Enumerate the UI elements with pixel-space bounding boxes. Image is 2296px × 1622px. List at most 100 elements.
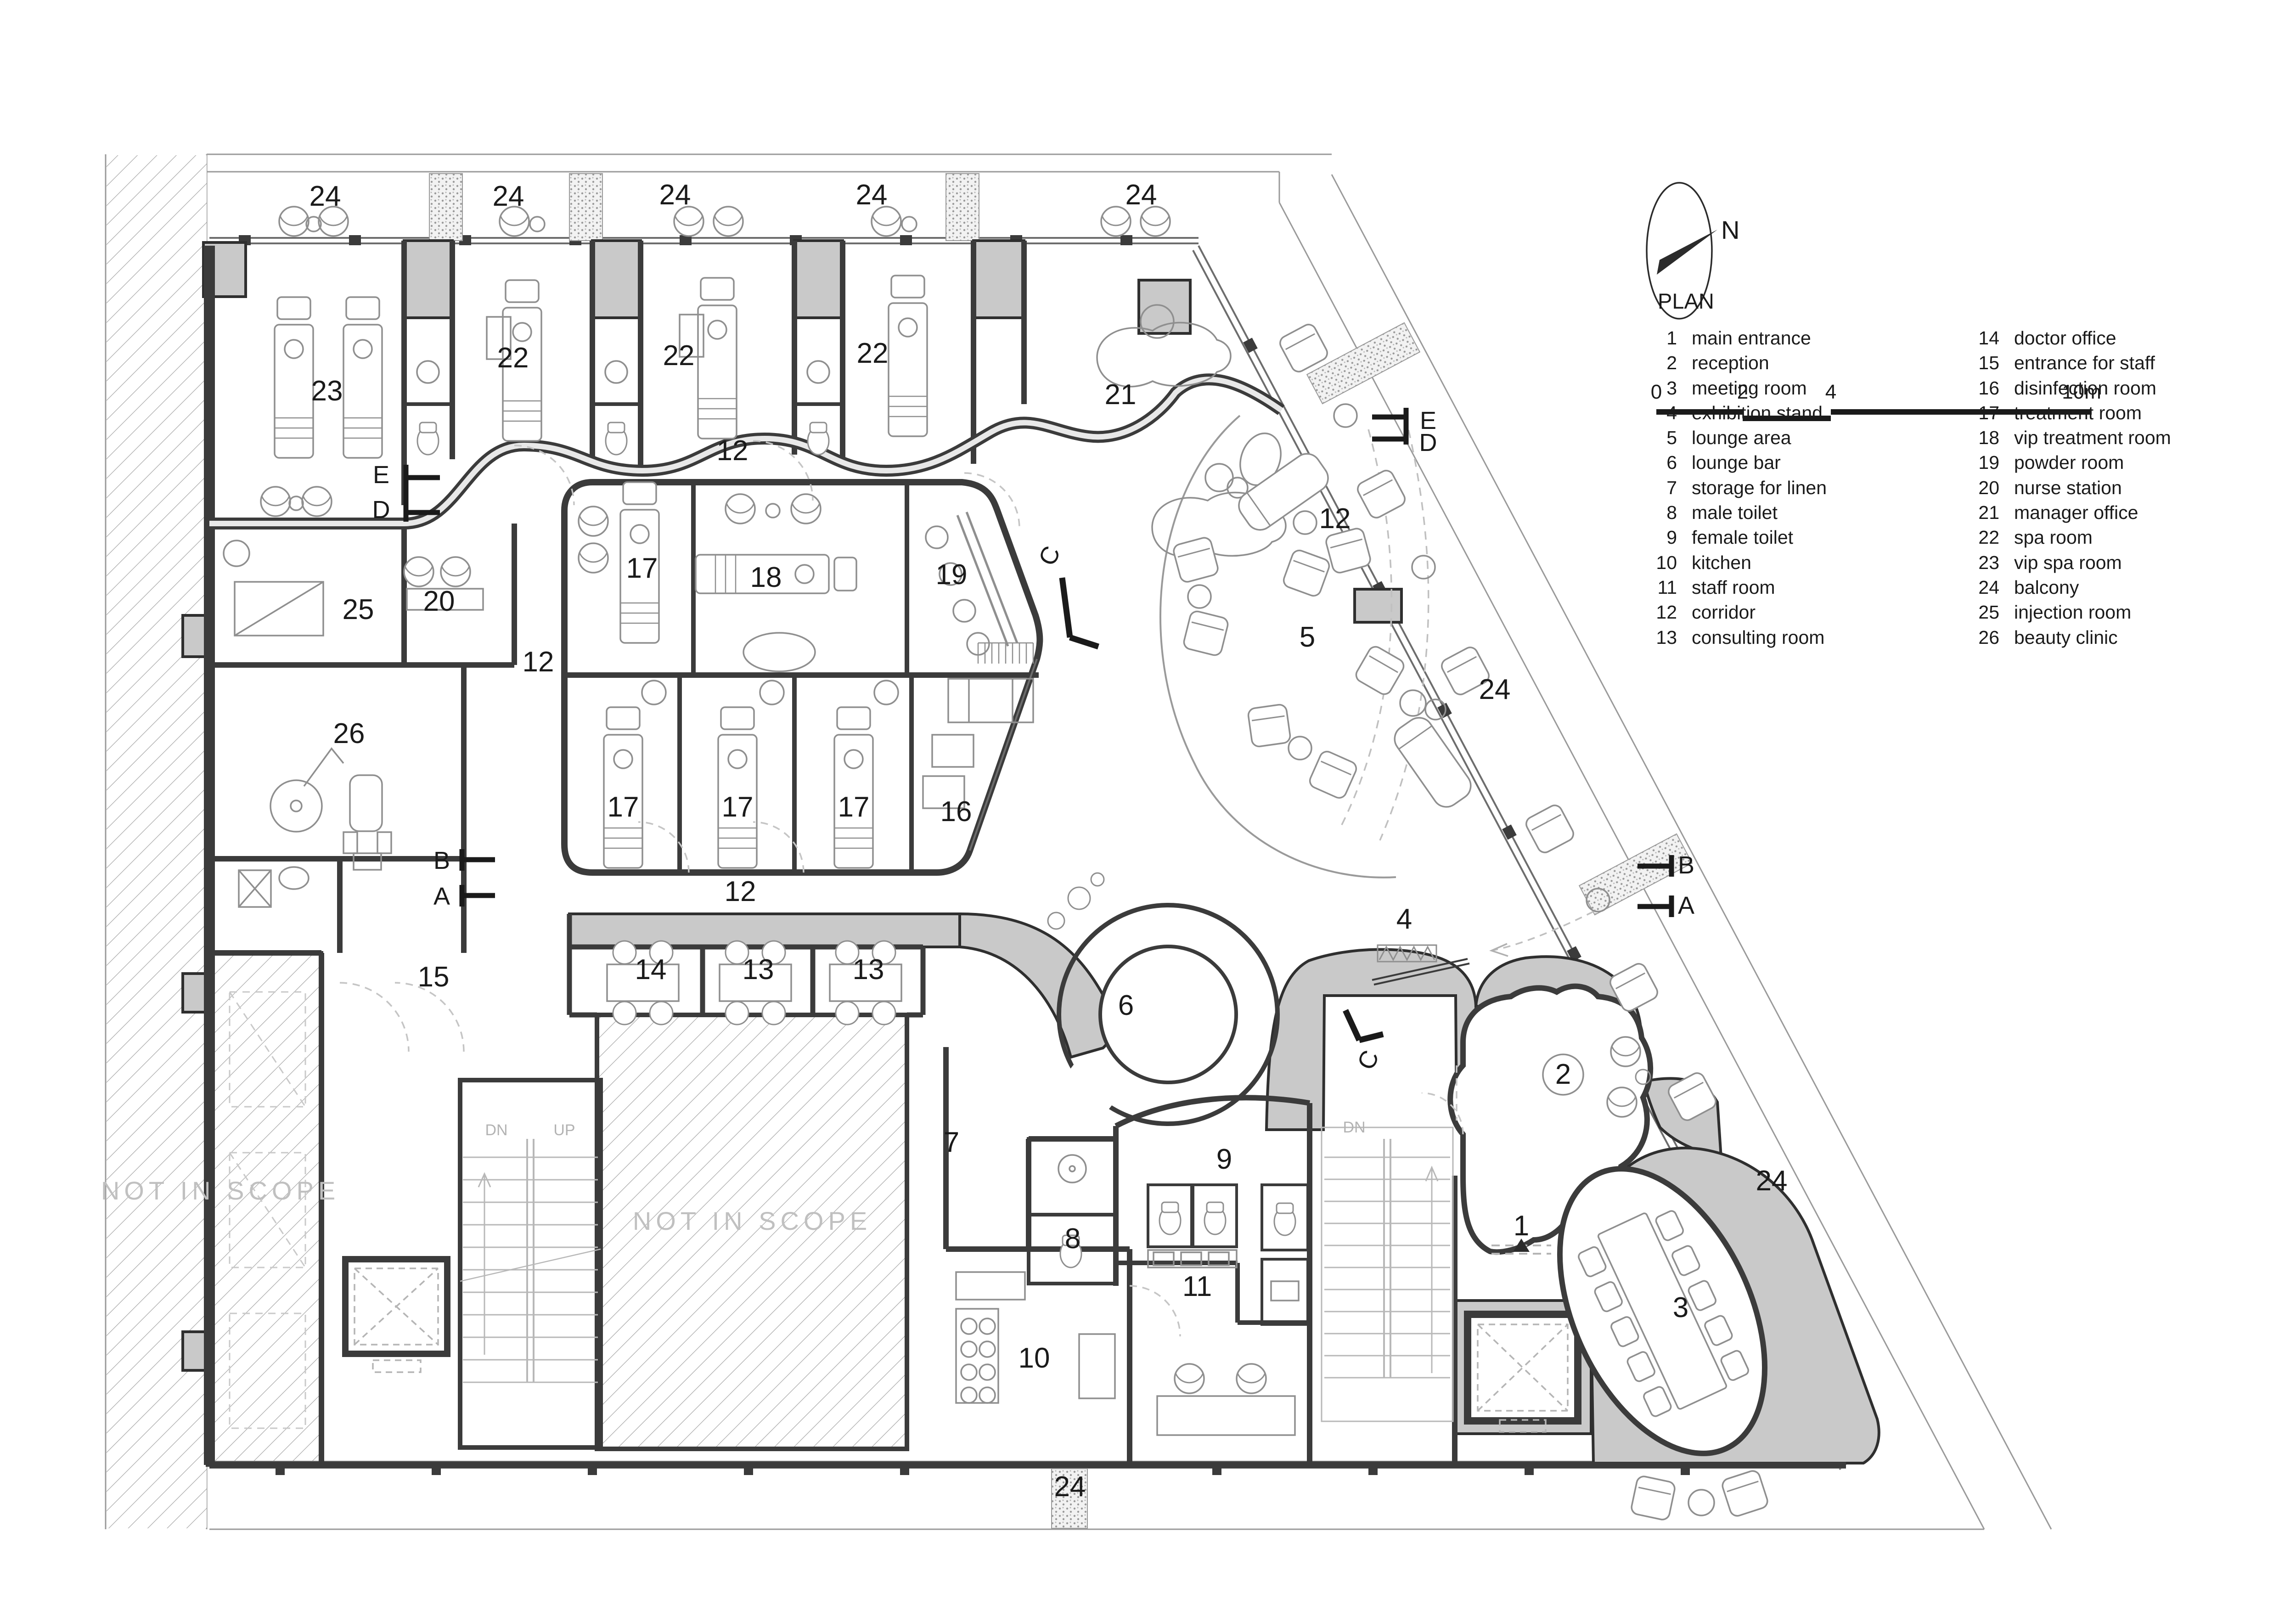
legend-item-label: beauty clinic	[2014, 626, 2118, 648]
room-label-1: 1	[1514, 1210, 1529, 1242]
legend-item: 13 consulting room	[1651, 627, 1974, 652]
legend-item-label: reception	[1692, 352, 1769, 374]
lounge-bar	[1047, 872, 1280, 1126]
legend-item-number: 15	[1978, 352, 1999, 374]
reception-meeting	[1447, 983, 1768, 1456]
room-label-22: 22	[497, 342, 529, 374]
scale-bar: 0 2 4 10m	[1651, 381, 2101, 421]
stair-direction-label: UP	[553, 1121, 575, 1139]
room-label-24: 24	[659, 179, 691, 211]
lounge-arcs	[1159, 415, 1429, 879]
room-label-12: 12	[725, 876, 756, 907]
scale-tick-4: 4	[1825, 381, 1836, 403]
legend-item-label: treatment room	[2014, 402, 2142, 423]
legend-title: PLAN	[1658, 289, 1714, 313]
legend-item-number: 18	[1978, 427, 1999, 449]
legend-item-number: 19	[1978, 452, 1999, 473]
north-arrow: N	[1646, 182, 1739, 320]
legend-item-number: 8	[1666, 502, 1677, 524]
stair-direction-label: DN	[1343, 1119, 1365, 1136]
section-marker-d: D	[1419, 429, 1437, 456]
legend-item-number: 6	[1666, 452, 1677, 473]
room-label-15: 15	[418, 961, 450, 993]
not-in-scope-label: NOT IN SCOPE	[633, 1206, 872, 1235]
section-marker-a: A	[433, 883, 450, 910]
section-marker-glyphs	[403, 408, 1674, 1043]
legend-item-number: 13	[1656, 626, 1677, 648]
room-label-24: 24	[1125, 179, 1157, 211]
room-label-17: 17	[626, 552, 658, 584]
exhibition-stand	[1372, 911, 1594, 986]
section-marker-e: E	[1420, 407, 1436, 434]
room-label-18: 18	[750, 562, 782, 593]
section-marker-e: E	[373, 461, 389, 489]
legend-item-number: 21	[1978, 502, 1999, 524]
legend-item-number: 23	[1978, 552, 1999, 573]
room-label-24: 24	[1479, 674, 1511, 705]
room-label-17: 17	[838, 791, 870, 823]
legend-item-label: lounge bar	[1692, 452, 1781, 473]
room-label-17: 17	[608, 791, 639, 823]
legend-item-label: staff room	[1692, 576, 1775, 598]
legend-item: 6 lounge bar	[1651, 452, 1974, 477]
legend-item-label: consulting room	[1692, 626, 1825, 648]
scale-tick-2: 2	[1737, 381, 1748, 403]
legend-item-number: 5	[1666, 427, 1677, 449]
room-label-13: 13	[853, 954, 884, 986]
legend-item-number: 22	[1978, 527, 1999, 548]
legend-item-label: injection room	[2014, 602, 2132, 623]
legend-item-number: 14	[1978, 327, 1999, 349]
room-label-13: 13	[743, 954, 774, 986]
scale-tick-0: 0	[1651, 381, 1662, 403]
room-label-14: 14	[635, 954, 667, 986]
scale-tick-10m: 10m	[2062, 381, 2101, 403]
room-label-11: 11	[1182, 1271, 1212, 1302]
section-marker-d: D	[372, 496, 390, 524]
room-label-12: 12	[523, 646, 554, 678]
door-swings	[339, 440, 1464, 1337]
legend-item-label: exhibition stand	[1692, 402, 1823, 423]
room-label-6: 6	[1118, 990, 1134, 1021]
legend-item-label: kitchen	[1692, 552, 1751, 573]
section-marker-c: C	[1033, 542, 1066, 570]
section-marker-b: B	[1678, 851, 1694, 879]
room-label-24: 24	[310, 180, 341, 212]
legend-item-number: 3	[1666, 377, 1677, 399]
legend-item-number: 26	[1978, 626, 1999, 648]
room-label-21: 21	[1105, 379, 1137, 411]
legend-item-label: main entrance	[1692, 327, 1811, 349]
stairs	[354, 1126, 1454, 1422]
room-label-20: 20	[423, 586, 455, 617]
legend-item-number: 9	[1666, 527, 1677, 548]
legend-item-number: 17	[1978, 402, 1999, 423]
legend-item-number: 7	[1666, 477, 1677, 498]
legend-item: 4 exhibition stand	[1651, 402, 1974, 427]
legend-item-number: 24	[1978, 576, 1999, 598]
room-label-16: 16	[940, 796, 972, 828]
room-label-24: 24	[493, 180, 524, 212]
scale-tick-labels: 0 2 4 10m	[1651, 381, 2101, 403]
central-block	[561, 479, 1043, 876]
section-marker-c: C	[1352, 1046, 1384, 1074]
legend-item-label: vip spa room	[2014, 552, 2122, 573]
legend-item-number: 4	[1666, 402, 1677, 423]
stair-right	[1321, 1126, 1454, 1422]
hatch-not-in-scope	[107, 155, 909, 1528]
